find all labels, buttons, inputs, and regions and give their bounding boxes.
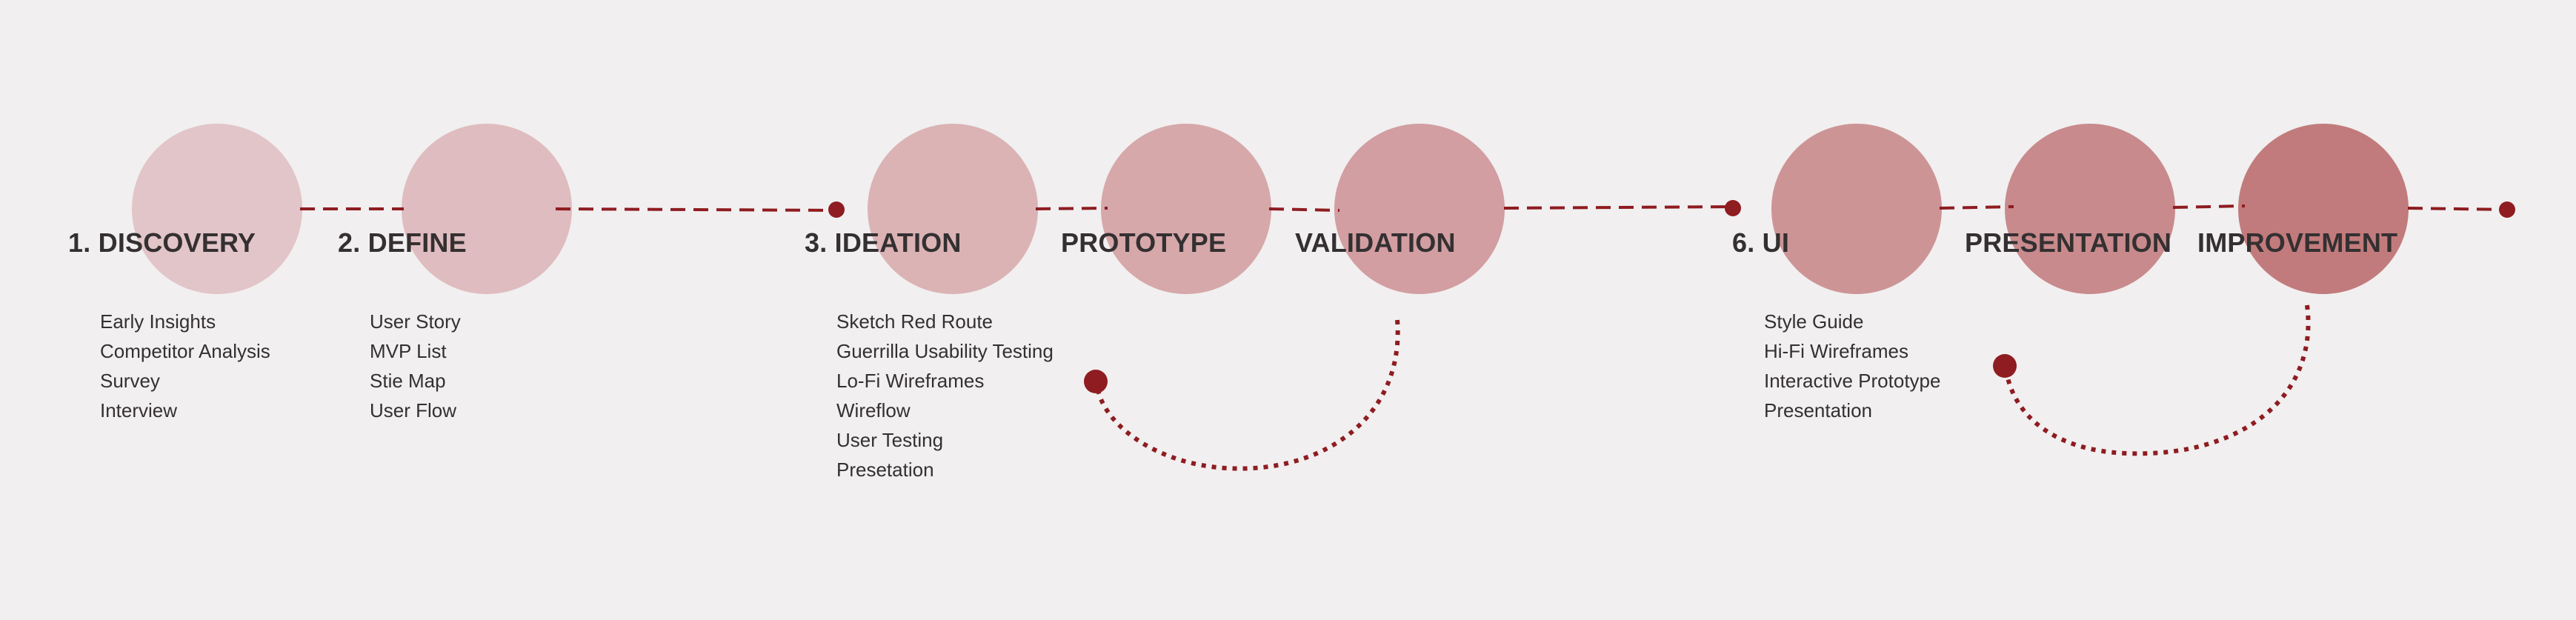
timeline-connector-path (300, 204, 2508, 212)
stage-circle-define (402, 124, 572, 294)
stage-title-ui: 6. UI (1732, 227, 1790, 258)
task-item: Hi-Fi Wireframes (1764, 340, 1908, 362)
task-item: User Story (370, 310, 461, 333)
stage-circle-validation (1334, 124, 1505, 294)
milestone-dot-1 (828, 201, 845, 218)
task-item: Presetation (836, 459, 934, 481)
iteration-loop-dot-2 (1993, 354, 2017, 378)
task-item: Guerrilla Usability Testing (836, 340, 1054, 362)
task-item: Interview (100, 399, 178, 421)
stage-circle-discovery (132, 124, 302, 294)
stage-circle-prototype (1101, 124, 1271, 294)
stage-circle-improvement (2238, 124, 2409, 294)
stage-circle-ideation (868, 124, 1038, 294)
task-item: Wireflow (836, 399, 911, 421)
milestone-dot-2 (1725, 200, 1741, 216)
task-item: User Testing (836, 429, 944, 451)
task-item: MVP List (370, 340, 447, 362)
task-list-ui: Style Guide Hi-Fi Wireframes Interactive… (1764, 307, 1940, 425)
task-item: Presentation (1764, 399, 1872, 421)
milestone-dot-3 (2499, 201, 2515, 218)
task-item: Early Insights (100, 310, 216, 333)
stage-title-define: 2. DEFINE (338, 227, 467, 258)
stage-title-ideation: 3. IDEATION (805, 227, 962, 258)
task-item: Survey (100, 370, 160, 392)
iteration-loop-arc-1 (1096, 319, 1400, 471)
stage-circle-presentation (2005, 124, 2175, 294)
task-list-ideation: Sketch Red Route Guerrilla Usability Tes… (836, 307, 1054, 484)
task-item: Stie Map (370, 370, 446, 392)
task-item: Lo-Fi Wireframes (836, 370, 985, 392)
task-item: User Flow (370, 399, 457, 421)
task-list-define: User Story MVP List Stie Map User Flow (370, 307, 461, 425)
task-item: Sketch Red Route (836, 310, 994, 333)
task-list-discovery: Early Insights Competitor Analysis Surve… (100, 307, 270, 425)
iteration-loop-dot-1 (1084, 370, 1108, 393)
stage-circle-ui (1771, 124, 1942, 294)
task-item: Style Guide (1764, 310, 1864, 333)
stage-title-prototype: PROTOTYPE (1061, 227, 1227, 258)
task-item: Competitor Analysis (100, 340, 270, 362)
iteration-loop-arc-2 (2006, 304, 2311, 456)
stage-title-presentation: PRESENTATION (1965, 227, 2172, 258)
stage-title-discovery: 1. DISCOVERY (68, 227, 256, 258)
stage-title-validation: VALIDATION (1295, 227, 1456, 258)
stage-title-improvement: IMPROVEMENT (2197, 227, 2398, 258)
task-item: Interactive Prototype (1764, 370, 1941, 392)
